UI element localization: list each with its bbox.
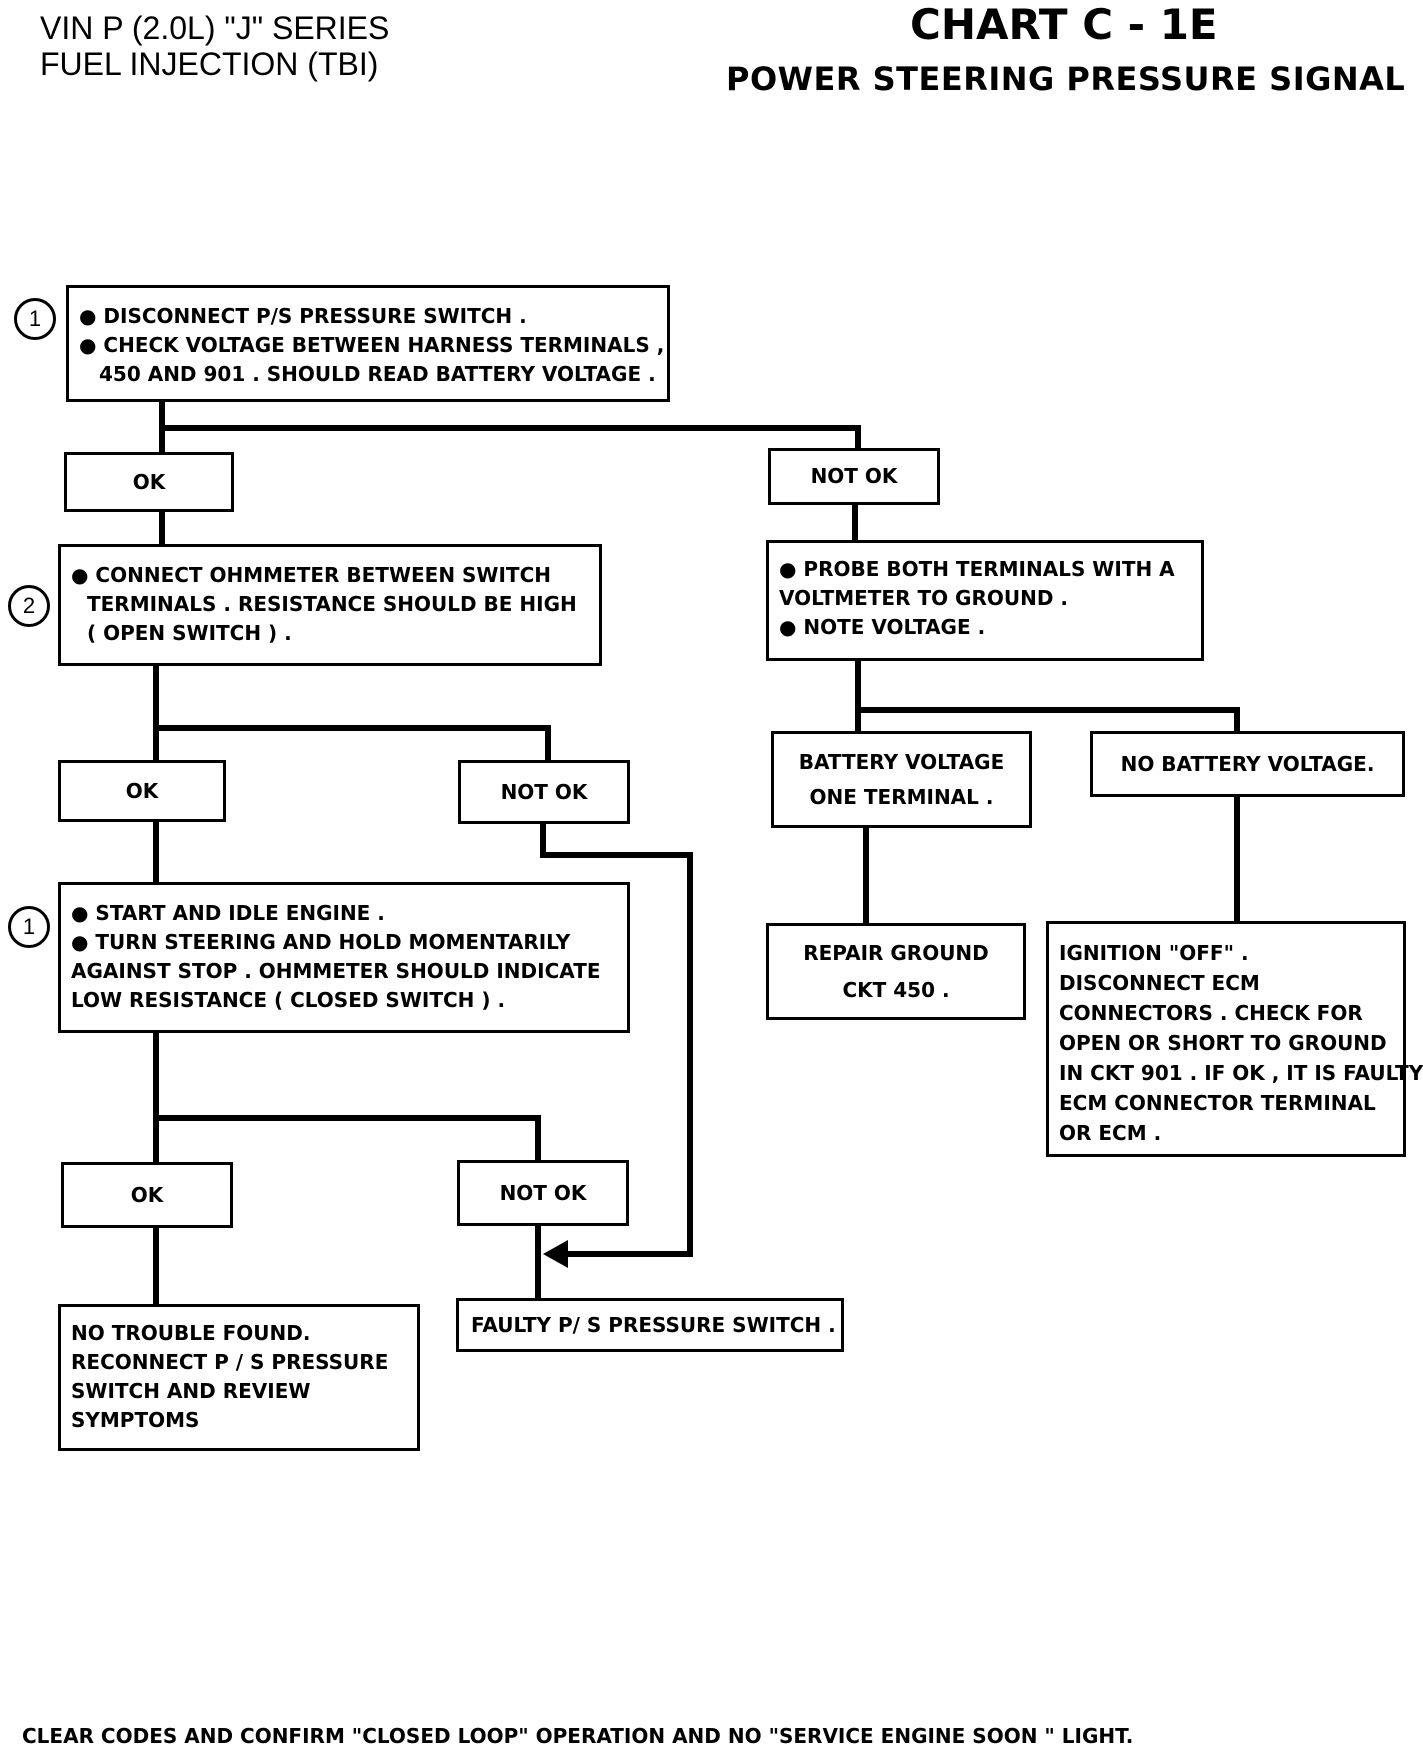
box-probe-terminals-line3: ● NOTE VOLTAGE . bbox=[779, 615, 986, 639]
connector-step2-to-notok2 bbox=[153, 725, 551, 765]
box-not-ok-1: NOT OK bbox=[768, 448, 940, 505]
connector-probe-to-nobattery bbox=[855, 707, 1240, 736]
box-ignition-off-line2: DISCONNECT ECM bbox=[1059, 971, 1260, 995]
header-vehicle-info: VIN P (2.0L) "J" SERIES FUEL INJECTION (… bbox=[40, 10, 389, 82]
step-marker-1-top: 1 bbox=[14, 298, 56, 340]
box-no-trouble-found-line2: RECONNECT P / S PRESSURE bbox=[71, 1350, 389, 1374]
footer-instruction: CLEAR CODES AND CONFIRM "CLOSED LOOP" OP… bbox=[22, 1724, 1134, 1748]
box-start-idle-engine-line3: AGAINST STOP . OHMMETER SHOULD INDICATE bbox=[71, 959, 601, 983]
box-disconnect-ps-switch-line2: ● CHECK VOLTAGE BETWEEN HARNESS TERMINAL… bbox=[79, 333, 665, 357]
box-connect-ohmmeter-line3: ( OPEN SWITCH ) . bbox=[87, 621, 292, 645]
box-ok-2: OK bbox=[58, 760, 226, 822]
box-ignition-off-line1: IGNITION "OFF" . bbox=[1059, 941, 1249, 965]
box-no-trouble-found-line3: SWITCH AND REVIEW bbox=[71, 1379, 311, 1403]
box-disconnect-ps-switch-line3: 450 AND 901 . SHOULD READ BATTERY VOLTAG… bbox=[99, 362, 656, 386]
box-repair-ground-line1: REPAIR GROUND bbox=[803, 940, 989, 965]
connector-step1-to-not-ok bbox=[159, 425, 861, 453]
box-ignition-off: IGNITION "OFF" . DISCONNECT ECM CONNECTO… bbox=[1046, 921, 1423, 1157]
box-probe-terminals: ● PROBE BOTH TERMINALS WITH A VOLTMETER … bbox=[766, 540, 1204, 661]
box-connect-ohmmeter: ● CONNECT OHMMETER BETWEEN SWITCH TERMIN… bbox=[58, 544, 602, 666]
box-no-trouble-found-line1: NO TROUBLE FOUND. bbox=[71, 1321, 311, 1345]
box-battery-one-terminal: BATTERY VOLTAGE ONE TERMINAL . bbox=[771, 731, 1032, 828]
box-faulty-ps-switch: FAULTY P/ S PRESSURE SWITCH . bbox=[456, 1298, 844, 1352]
step-marker-2: 2 bbox=[8, 585, 50, 627]
header-vin-line: VIN P (2.0L) "J" SERIES bbox=[40, 10, 390, 46]
box-battery-one-terminal-line1: BATTERY VOLTAGE bbox=[798, 749, 1005, 774]
box-no-trouble-found-line4: SYMPTOMS bbox=[71, 1408, 200, 1432]
box-ignition-off-line6: ECM CONNECTOR TERMINAL bbox=[1059, 1091, 1376, 1115]
box-not-ok-3: NOT OK bbox=[457, 1160, 629, 1226]
header-fuel-injection-line: FUEL INJECTION (TBI) bbox=[40, 46, 379, 82]
step-marker-1-bottom: 1 bbox=[8, 906, 50, 948]
box-ignition-off-line5: IN CKT 901 . IF OK , IT IS FAULTY bbox=[1059, 1061, 1423, 1085]
arrowhead-faulty-switch bbox=[543, 1240, 568, 1268]
box-start-idle-engine-line1: ● START AND IDLE ENGINE . bbox=[71, 901, 385, 925]
box-start-idle-engine-line4: LOW RESISTANCE ( CLOSED SWITCH ) . bbox=[71, 988, 506, 1012]
box-ok-1: OK bbox=[64, 452, 234, 512]
box-battery-one-terminal-line2: ONE TERMINAL . bbox=[809, 784, 994, 809]
box-probe-terminals-line1: ● PROBE BOTH TERMINALS WITH A bbox=[779, 557, 1175, 581]
box-repair-ground-line2: CKT 450 . bbox=[842, 977, 950, 1002]
box-repair-ground: REPAIR GROUND CKT 450 . bbox=[766, 923, 1026, 1020]
box-disconnect-ps-switch-line1: ● DISCONNECT P/S PRESSURE SWITCH . bbox=[79, 304, 527, 328]
box-disconnect-ps-switch: ● DISCONNECT P/S PRESSURE SWITCH . ● CHE… bbox=[66, 285, 670, 402]
box-connect-ohmmeter-line2: TERMINALS . RESISTANCE SHOULD BE HIGH bbox=[87, 592, 577, 616]
box-no-battery-voltage: NO BATTERY VOLTAGE. bbox=[1090, 731, 1405, 797]
box-ignition-off-line3: CONNECTORS . CHECK FOR bbox=[1059, 1001, 1363, 1025]
box-ignition-off-line7: OR ECM . bbox=[1059, 1121, 1162, 1145]
chart-title: CHART C - 1E bbox=[910, 0, 1218, 49]
box-start-idle-engine-line2: ● TURN STEERING AND HOLD MOMENTARILY bbox=[71, 930, 571, 954]
box-probe-terminals-line2: VOLTMETER TO GROUND . bbox=[779, 586, 1069, 610]
box-connect-ohmmeter-line1: ● CONNECT OHMMETER BETWEEN SWITCH bbox=[71, 563, 551, 587]
box-not-ok-2: NOT OK bbox=[458, 760, 630, 824]
box-ignition-off-line4: OPEN OR SHORT TO GROUND bbox=[1059, 1031, 1387, 1055]
box-ok-3: OK bbox=[61, 1162, 233, 1228]
chart-subtitle: POWER STEERING PRESSURE SIGNAL bbox=[726, 60, 1406, 98]
box-no-trouble-found: NO TROUBLE FOUND. RECONNECT P / S PRESSU… bbox=[58, 1304, 420, 1451]
box-start-idle-engine: ● START AND IDLE ENGINE . ● TURN STEERIN… bbox=[58, 882, 630, 1033]
connector-notok2-to-faulty bbox=[540, 819, 693, 1257]
connector-step3-to-notok3 bbox=[153, 1115, 541, 1165]
